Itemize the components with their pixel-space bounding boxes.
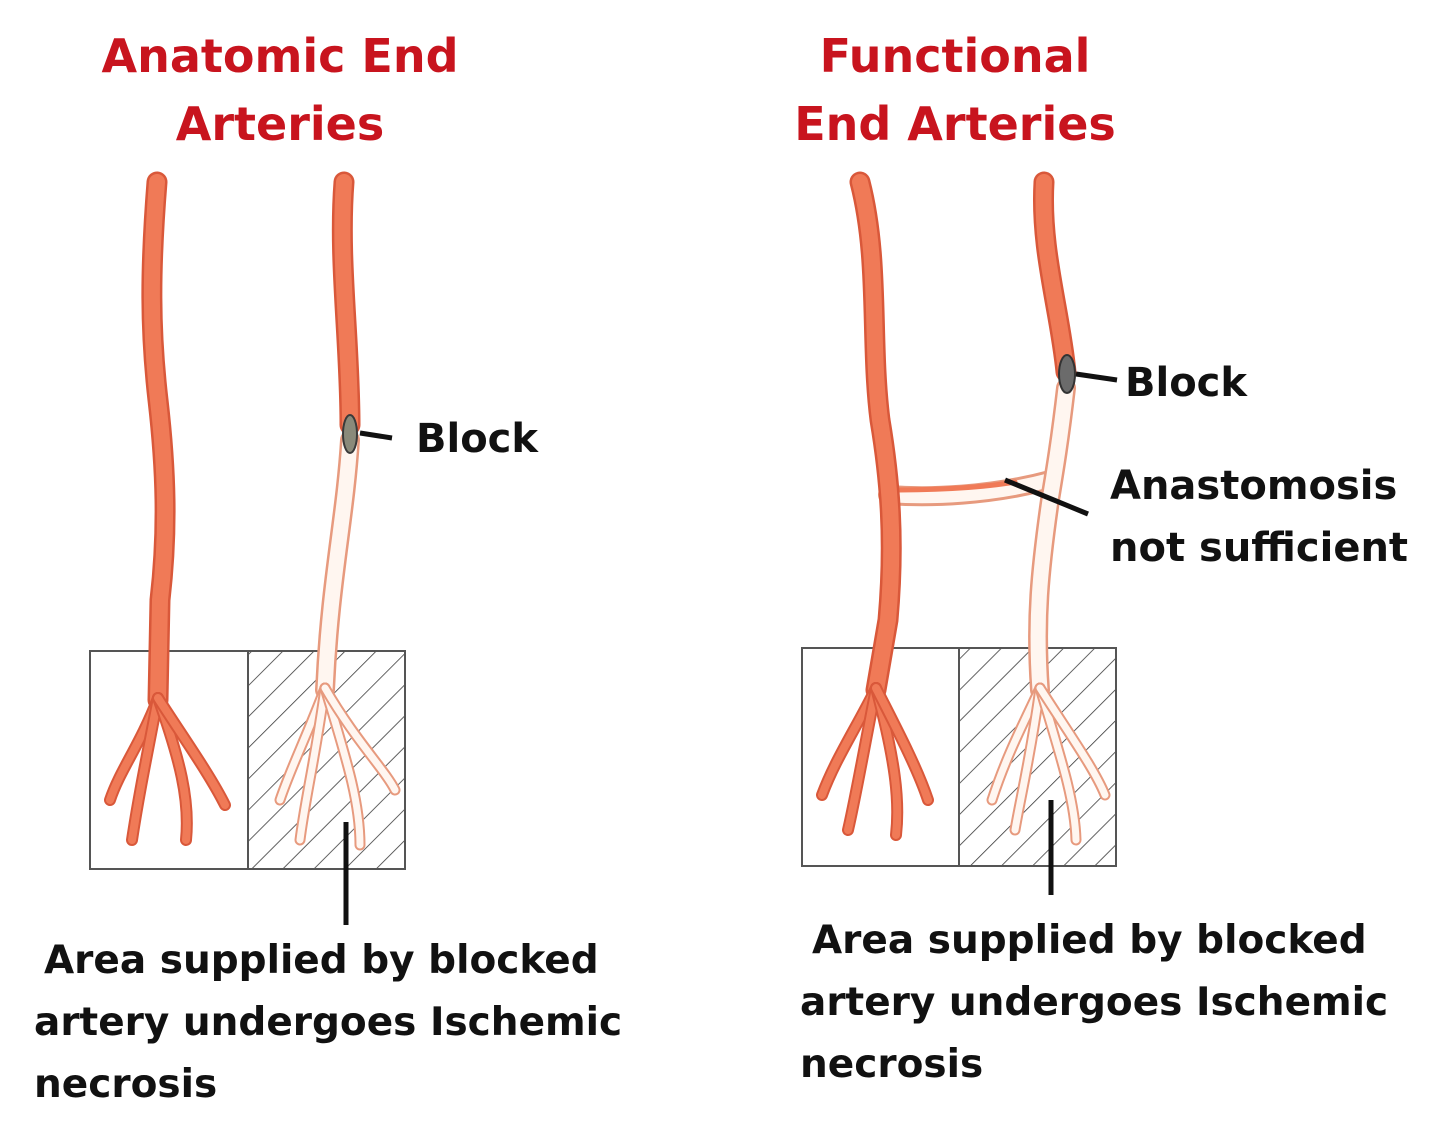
block-label-left: Block [416,416,538,462]
anastomosis-pointer [1004,477,1089,517]
caption-line: Area supplied by blocked [812,918,1367,963]
left-blocked-artery-distal [274,430,401,851]
left-block-pointer [359,430,393,441]
right-blocked-artery-proximal [1032,171,1077,383]
anastomosis-line: Anastomosis [1110,463,1398,509]
caption-line: necrosis [34,1062,218,1107]
title-functional-end-arteries: Functional End Arteries [755,22,1155,158]
right-blocked-artery-distal [986,378,1111,846]
right-clot [1058,354,1076,394]
caption-line: artery undergoes Ischemic [800,980,1389,1025]
caption-right: Area supplied by blocked artery undergoe… [800,910,1388,1096]
right-block-pointer [1075,371,1118,383]
left-normal-tissue-box [89,650,249,870]
caption-line: artery undergoes Ischemic [34,1000,623,1045]
caption-left: Area supplied by blocked artery undergoe… [34,930,622,1116]
caption-line: Area supplied by blocked [44,938,599,983]
block-label-right: Block [1125,360,1247,406]
left-blocked-artery-proximal [331,171,361,436]
left-clot [342,414,358,454]
title-line: Anatomic End [101,29,459,83]
anastomosis-vessel [878,470,1060,507]
anastomosis-line: not sufficient [1110,525,1409,571]
title-line: Arteries [175,97,385,151]
left-normal-artery [104,171,231,846]
anastomosis-label: Anastomosis not sufficient [1110,455,1408,579]
title-anatomic-end-arteries: Anatomic End Arteries [80,22,480,158]
right-normal-artery [816,171,934,841]
title-line: Functional [819,29,1091,83]
right-tissue-area [801,647,1117,867]
caption-line: necrosis [800,1042,984,1087]
title-line: End Arteries [794,97,1116,151]
